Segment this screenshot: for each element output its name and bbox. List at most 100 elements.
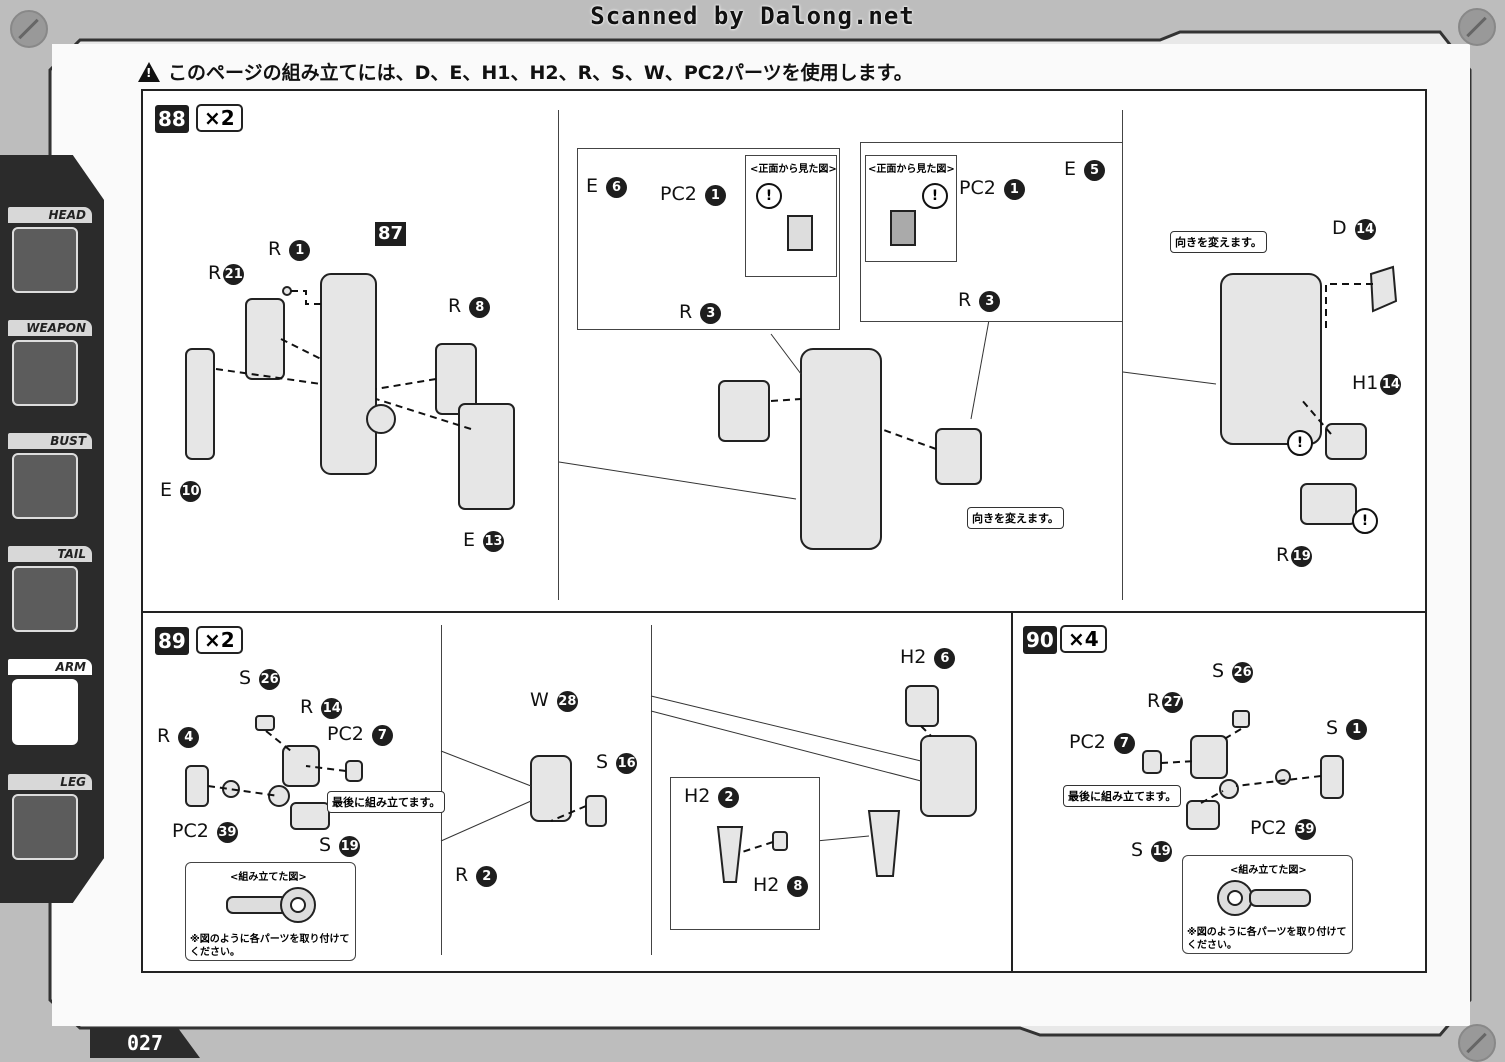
- pc2-7-part: [345, 760, 363, 782]
- screw-icon: [1458, 8, 1496, 46]
- e5-part: [935, 428, 982, 485]
- step-multiplier: ×4: [1060, 625, 1107, 653]
- part-label-pc2-1: PC2 1: [660, 183, 726, 206]
- arm-icon: [12, 679, 78, 745]
- parts-notice-text: このページの組み立てには、D、E、H1、H2、R、S、W、PC2パーツを使用しま…: [168, 62, 913, 84]
- d14-part: [1369, 265, 1398, 313]
- h2-8-part: [772, 831, 788, 851]
- r19-part: [1300, 483, 1357, 525]
- screw-icon: [10, 10, 48, 48]
- divider: [1122, 110, 1123, 600]
- step-number: 89: [155, 627, 189, 655]
- nav-tab-arm[interactable]: ARM: [8, 659, 92, 745]
- r21-part: [245, 298, 285, 380]
- part-label-h2-2: H2 2: [684, 785, 740, 808]
- part-label-s19: S 19: [1131, 839, 1173, 862]
- nav-tab-label: TAIL: [8, 546, 92, 562]
- e6-part: [718, 380, 770, 442]
- nav-tab-label: BUST: [8, 433, 92, 449]
- part-label-s19: S 19: [319, 834, 361, 857]
- nav-tab-bust[interactable]: BUST: [8, 433, 92, 519]
- h2-detail-box: [670, 777, 820, 930]
- e10-part: [185, 348, 215, 460]
- nav-tab-tail[interactable]: TAIL: [8, 546, 92, 632]
- r14-part: [282, 745, 320, 787]
- part-label-pc2-1: PC2 1: [959, 177, 1025, 200]
- part-label-s16: S 16: [596, 751, 638, 774]
- last-assembly-note: 最後に組み立てます。: [1063, 785, 1182, 807]
- assembled-arm-part: [1220, 273, 1322, 445]
- s19-part: [290, 802, 330, 830]
- part-label-r3: R 3: [679, 301, 722, 324]
- nav-tab-label: WEAPON: [8, 320, 92, 336]
- assembled-view-caption: <組み立てた図>: [1230, 865, 1307, 876]
- s16-part: [585, 795, 607, 827]
- nav-tab-label: LEG: [8, 774, 92, 790]
- bust-icon: [12, 453, 78, 519]
- divider: [441, 625, 442, 955]
- part-label-pc2-39: PC2 39: [1250, 817, 1316, 840]
- h1-part: [1325, 423, 1367, 460]
- part-label-s26: S 26: [1212, 660, 1254, 683]
- part-label-r1: R 1: [268, 238, 311, 261]
- assembled-note: ※図のように各パーツを取り付けて ください。: [190, 934, 350, 958]
- part-label-pc2-39: PC2 39: [172, 820, 238, 843]
- part-label-d14: D 14: [1332, 217, 1376, 240]
- turn-note: 向きを変えます。: [967, 507, 1064, 529]
- assembled-note: ※図のように各パーツを取り付けて ください。: [1187, 927, 1347, 951]
- nav-tab-head[interactable]: HEAD: [8, 207, 92, 293]
- arm-frame-part: [320, 273, 377, 475]
- h2-6-part: [905, 685, 939, 727]
- h2-detail-illustration: [716, 826, 788, 883]
- step-88-illustration: [185, 265, 1398, 550]
- h2-assembly-tip: [867, 810, 901, 877]
- s19-part: [1186, 800, 1220, 830]
- e13-part: [458, 403, 515, 510]
- step-number: 90: [1023, 626, 1057, 654]
- nav-tab-leg[interactable]: LEG: [8, 774, 92, 860]
- part-label-pc2-7: PC2 7: [327, 723, 393, 746]
- step-90-illustration: [1142, 710, 1344, 830]
- caution-icon: !: [1352, 508, 1378, 534]
- part-label-r4: R 4: [157, 725, 200, 748]
- nav-tab-weapon[interactable]: WEAPON: [8, 320, 92, 406]
- assembled-view-caption: <組み立てた図>: [230, 872, 307, 883]
- divider: [558, 110, 559, 600]
- tail-icon: [12, 566, 78, 632]
- step-89-illustration: [185, 685, 977, 877]
- s26-part: [255, 715, 275, 731]
- front-view-caption: <正面から見た図>: [868, 164, 955, 175]
- part-label-r14: R 14: [300, 696, 343, 719]
- h2-assembly-part: [920, 735, 977, 817]
- nav-tab-label: HEAD: [8, 207, 92, 223]
- weapon-icon: [12, 340, 78, 406]
- step-number: 88: [155, 105, 189, 133]
- warning-icon: [138, 62, 160, 82]
- part-label-h2-8: H2 8: [753, 874, 809, 897]
- pc2-part-view: [787, 215, 813, 251]
- head-icon: [12, 227, 78, 293]
- part-label-pc2-7: PC2 7: [1069, 731, 1135, 754]
- part-label-s26: S 26: [239, 667, 281, 690]
- part-label-w28: W 28: [530, 689, 578, 712]
- divider: [651, 625, 652, 955]
- caution-icon: !: [756, 183, 782, 209]
- part-label-r2: R 2: [455, 864, 498, 887]
- r4-part: [185, 765, 209, 807]
- pc2-part-view: [890, 210, 916, 246]
- leg-icon: [12, 794, 78, 860]
- part-label-h2-6: H2 6: [900, 646, 956, 669]
- part-label-r3: R 3: [958, 289, 1001, 312]
- nav-tab-label: ARM: [8, 659, 92, 675]
- assembled-arm-view: [226, 887, 316, 923]
- ref-step-badge: 87: [375, 222, 407, 246]
- s1-part: [1320, 755, 1344, 799]
- w-assembly-part: [530, 755, 572, 822]
- screw-icon: [1458, 1024, 1496, 1062]
- step-multiplier: ×2: [196, 626, 243, 654]
- step-multiplier: ×2: [196, 104, 243, 132]
